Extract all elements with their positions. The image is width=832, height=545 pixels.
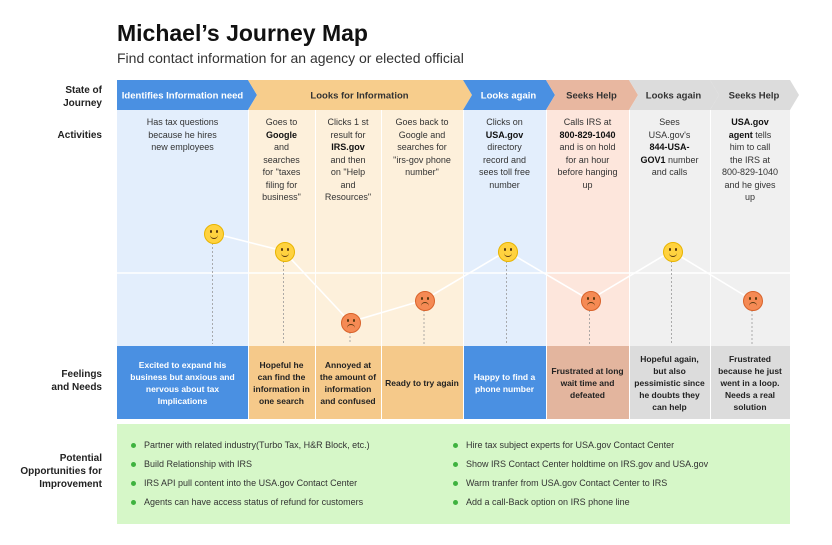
frowning-face-icon: [580, 291, 601, 311]
stage-label: Looks for Information: [310, 91, 408, 102]
bullet-icon: [453, 481, 458, 487]
stage-chevron: [117, 80, 257, 110]
row-label-state: State of Journey: [63, 85, 102, 109]
opportunity-item: Agents can have access status of refund …: [131, 497, 363, 507]
opportunity-item: Add a call-Back option on IRS phone line: [453, 497, 630, 507]
opportunity-text: Show IRS Contact Center holdtime on IRS.…: [466, 459, 709, 469]
column-divider: [248, 110, 249, 420]
opportunity-item: Show IRS Contact Center holdtime on IRS.…: [453, 459, 708, 469]
bullet-icon: [131, 481, 136, 487]
stage-label: Identifies Information need: [122, 91, 244, 102]
feeling-box: Happy to find a phone number: [463, 346, 546, 419]
opportunity-item: Hire tax subject experts for USA.gov Con…: [453, 440, 674, 450]
feeling-box: Frustrated at long wait time and defeate…: [546, 346, 629, 419]
stage-chevron: [546, 80, 638, 110]
row-label-feelings: Feelings and Needs: [51, 369, 102, 393]
opportunities-panel: [117, 424, 790, 524]
opportunity-text: Build Relationship with IRS: [144, 459, 253, 469]
smiley-face-icon: [662, 242, 683, 262]
opportunity-item: Build Relationship with IRS: [131, 459, 252, 469]
opportunity-text: IRS API pull content into the USA.gov Co…: [144, 478, 358, 488]
feeling-box: Frustrated because he just went in a loo…: [710, 346, 790, 419]
feeling-box: Hopeful he can find the information in o…: [248, 346, 315, 419]
stage-chevron: [710, 80, 799, 110]
frowning-face-icon: [415, 291, 435, 311]
feeling-box: Excited to expand his business but anxio…: [117, 346, 248, 419]
frowning-face-icon: [341, 313, 361, 333]
row-label-activities: Activities: [57, 130, 102, 141]
column-divider: [315, 110, 316, 420]
feeling-box: Ready to try again: [381, 346, 463, 419]
bullet-icon: [453, 462, 458, 468]
column-divider: [629, 110, 630, 420]
bullet-icon: [453, 443, 458, 449]
row-label-opportunities: Potential Opportunities for Improvement: [20, 453, 102, 490]
column-divider: [463, 110, 464, 420]
opportunity-item: Partner with related industry(Turbo Tax,…: [131, 440, 370, 450]
bullet-icon: [131, 443, 136, 449]
opportunity-item: Warm tranfer from USA.gov Contact Center…: [453, 478, 667, 488]
column-divider: [381, 110, 382, 420]
opportunity-text: Hire tax subject experts for USA.gov Con…: [466, 440, 675, 450]
opportunity-text: Agents can have access status of refund …: [144, 497, 364, 507]
opportunity-item: IRS API pull content into the USA.gov Co…: [131, 478, 357, 488]
page-title: Michael’s Journey Map: [117, 20, 368, 46]
stage-chevron: [463, 80, 555, 110]
smiley-face-icon: [203, 224, 224, 244]
bullet-icon: [453, 500, 458, 506]
frowning-face-icon: [743, 291, 763, 311]
opportunity-text: Warm tranfer from USA.gov Contact Center…: [466, 478, 668, 488]
feeling-box: Hopeful again, but also pessimistic sinc…: [629, 346, 710, 419]
stage-label: Looks again: [481, 91, 537, 102]
page-subtitle: Find contact information for an agency o…: [117, 50, 464, 66]
stage-label: Seeks Help: [729, 91, 780, 102]
column-divider: [710, 110, 711, 420]
stage-chevron: [248, 80, 472, 110]
smiley-face-icon: [497, 242, 518, 262]
feeling-box: Annoyed at the amount of information and…: [315, 346, 381, 419]
opportunity-text: Partner with related industry(Turbo Tax,…: [144, 440, 370, 450]
stage-label: Looks again: [646, 91, 702, 102]
bullet-icon: [131, 462, 136, 468]
smiley-face-icon: [274, 242, 295, 262]
opportunity-text: Add a call-Back option on IRS phone line: [466, 497, 630, 507]
column-divider: [546, 110, 547, 420]
stage-label: Seeks Help: [566, 91, 617, 102]
stage-chevron: [629, 80, 719, 110]
bullet-icon: [131, 500, 136, 506]
